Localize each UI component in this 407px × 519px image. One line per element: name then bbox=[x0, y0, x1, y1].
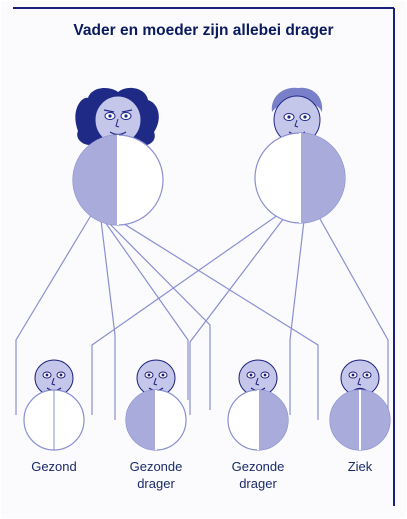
child-label: Gezonde drager bbox=[111, 458, 201, 492]
carrier-half bbox=[126, 390, 156, 450]
father-carrier-half bbox=[300, 133, 345, 223]
line-mother-to-child1 bbox=[15, 211, 94, 415]
father-figure bbox=[254, 87, 346, 224]
child-label-line1: Gezonde bbox=[129, 459, 183, 474]
child-label-line2: drager bbox=[137, 476, 175, 491]
child-figure bbox=[329, 359, 391, 451]
child-label-line1: Gezonde bbox=[231, 459, 285, 474]
mother-figure bbox=[72, 87, 164, 226]
line-mother-to-child3 bbox=[97, 211, 189, 400]
child-label-line1: Ziek bbox=[347, 459, 373, 474]
child-label: Ziek bbox=[315, 458, 405, 475]
mother-carrier-half bbox=[73, 135, 118, 225]
children-layer bbox=[23, 359, 391, 451]
line-mother-to-child2 bbox=[99, 211, 116, 420]
child-figure bbox=[23, 359, 85, 451]
line-father-to-child3 bbox=[289, 211, 306, 415]
child-figure bbox=[125, 359, 187, 451]
inheritance-lines bbox=[15, 209, 389, 420]
line-mother-to-child4 bbox=[104, 211, 319, 420]
child-label: Gezonde drager bbox=[213, 458, 303, 492]
line-father-to-child2 bbox=[189, 209, 291, 415]
child-figure bbox=[227, 359, 289, 451]
line-mother-to-child3b bbox=[97, 211, 211, 410]
child-label: Gezond bbox=[9, 458, 99, 475]
carrier-half bbox=[258, 390, 288, 450]
line-father-to-child1 bbox=[91, 209, 286, 415]
diagram-title: Vader en moeder zijn allebei drager bbox=[73, 22, 334, 39]
child-label-line2: drager bbox=[239, 476, 277, 491]
child-label-line1: Gezond bbox=[31, 459, 77, 474]
line-father-to-child4 bbox=[314, 209, 389, 415]
